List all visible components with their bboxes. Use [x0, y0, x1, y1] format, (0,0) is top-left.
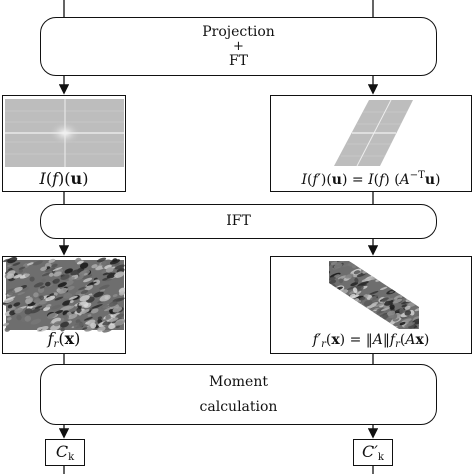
spatial-formula-left: fr(x): [47, 329, 81, 350]
moment-output-right: C′k: [353, 439, 393, 466]
transformed-texture-image: [329, 261, 419, 329]
fourier-panel-right: I(f′)(u) = I(f) (A−Tu): [270, 95, 472, 192]
moment-output-left: Ck: [45, 439, 85, 466]
texture-image: [3, 257, 125, 333]
fourier-formula-left: I(f)(u): [39, 169, 89, 188]
projection-ft-box: Projection + FT: [40, 17, 437, 76]
spatial-panel-left: fr(x): [2, 256, 126, 354]
fourier-panel-left: I(f)(u): [2, 95, 126, 192]
transformed-spectrum-image: [334, 99, 413, 167]
calculation-label: calculation: [199, 399, 278, 415]
moment-label: Moment: [209, 373, 268, 390]
ift-label: IFT: [226, 213, 251, 230]
ft-label: FT: [228, 53, 249, 69]
fourier-spectrum-image: [5, 99, 124, 167]
spatial-formula-right: f′r(x) = ‖A‖fr(Ax): [312, 332, 430, 350]
fourier-formula-right: I(f′)(u) = I(f) (A−Tu): [301, 170, 441, 188]
ift-box: IFT: [40, 204, 437, 239]
spatial-panel-right: f′r(x) = ‖A‖fr(Ax): [270, 256, 472, 354]
moment-calculation-box: Moment calculation: [40, 364, 437, 425]
plus-sign: +: [233, 39, 244, 54]
projection-label: Projection: [202, 23, 275, 40]
